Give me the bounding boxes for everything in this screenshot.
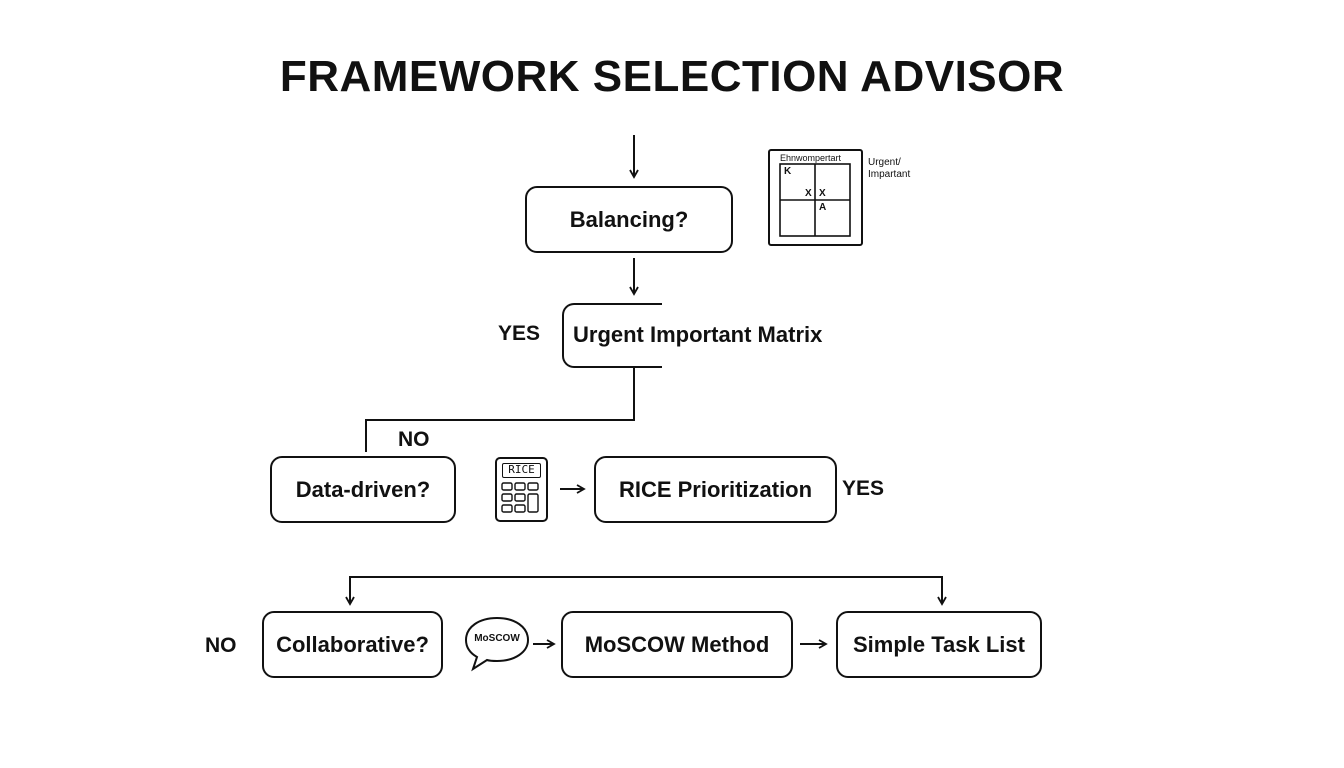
diagram-title: FRAMEWORK SELECTION ADVISOR bbox=[279, 52, 1065, 101]
node-simple-task-list: Simple Task List bbox=[836, 611, 1042, 678]
node-collaborative: Collaborative? bbox=[262, 611, 443, 678]
calculator-display: RICE bbox=[502, 463, 541, 478]
node-urgent-important-matrix bbox=[562, 303, 662, 368]
calculator-display-text: RICE bbox=[508, 463, 535, 476]
matrix-mark-x-right: X bbox=[819, 188, 826, 199]
edge-label-no-data: NO bbox=[398, 428, 430, 451]
node-balancing-label: Balancing? bbox=[569, 206, 689, 232]
matrix-mark-x-left: X bbox=[805, 188, 812, 199]
node-data-driven: Data-driven? bbox=[270, 456, 456, 523]
speech-bubble-shape bbox=[464, 616, 530, 672]
node-moscow-method: MoSCOW Method bbox=[561, 611, 793, 678]
matrix-mark-k: K bbox=[784, 166, 792, 177]
matrix-header: Ehnwompertart bbox=[780, 153, 842, 163]
edge-label-yes-rice: YES bbox=[842, 477, 885, 500]
calculator-keys bbox=[501, 482, 539, 513]
speech-bubble-icon: MoSCOW bbox=[463, 615, 531, 673]
speech-bubble-text: MoSCOW bbox=[474, 633, 520, 644]
eisenhower-matrix-icon: Ehnwompertart K X X A bbox=[768, 149, 863, 246]
calculator-icon: RICE bbox=[495, 457, 548, 522]
matrix-mark-a: A bbox=[819, 202, 827, 213]
node-simple-list-label: Simple Task List bbox=[853, 631, 1025, 657]
node-rice-label: RICE Prioritization bbox=[618, 476, 813, 502]
edge-label-no-collab: NO bbox=[205, 634, 237, 657]
edge-label-yes-urgent: YES bbox=[498, 322, 541, 345]
node-rice-prioritization: RICE Prioritization bbox=[594, 456, 837, 523]
node-balancing: Balancing? bbox=[525, 186, 733, 253]
node-urgent-important-matrix-label: Urgent Important Matrix bbox=[573, 322, 823, 347]
matrix-caption-line2: Impartant bbox=[868, 169, 911, 180]
connector-branch-bar bbox=[349, 576, 943, 602]
matrix-caption: Urgent/ Impartant bbox=[868, 157, 910, 181]
node-collaborative-label: Collaborative? bbox=[276, 631, 429, 657]
matrix-grid bbox=[779, 163, 851, 237]
matrix-caption-line1: Urgent/ bbox=[868, 157, 901, 168]
node-moscow-label: MoSCOW Method bbox=[584, 631, 770, 657]
connector-to-data-driven bbox=[365, 368, 635, 452]
node-data-driven-label: Data-driven? bbox=[295, 476, 431, 502]
